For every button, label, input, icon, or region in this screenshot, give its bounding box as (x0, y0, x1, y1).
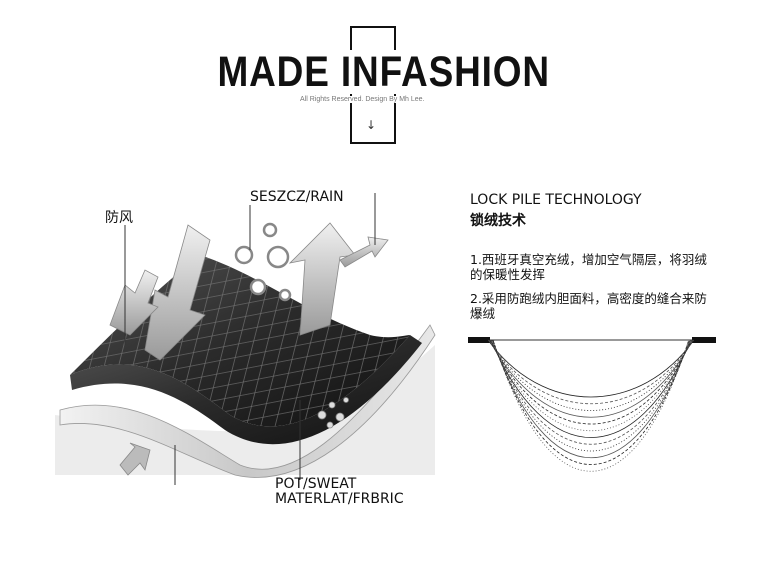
pile-curve (492, 339, 690, 465)
inner-fabric-layer (59, 324, 436, 478)
pile-curve (488, 339, 694, 411)
pile-curve (490, 339, 692, 431)
point-2-line-2: 爆绒 (470, 306, 496, 321)
brand-title: MADE INFASHION (214, 50, 549, 94)
sweat-label-line2: MATERLAT/FRBRIC (275, 491, 404, 507)
down-arrow-icon: ↓ (366, 118, 377, 132)
pile-curve (490, 339, 692, 438)
sweat-label: POT/SWEAT MATERLAT/FRBRIC (275, 477, 404, 507)
technology-subtitle: 锁绒技术 (470, 213, 526, 229)
point-2-line-1: 2.采用防跑绒内胆面料，高密度的缝合来防 (470, 291, 707, 306)
arrow-up-icon (339, 236, 389, 268)
point-1-line-1: 1.西班牙真空充绒，增加空气隔层，将羽绒 (470, 252, 707, 267)
technology-title: LOCK PILE TECHNOLOGY (470, 192, 642, 208)
brand-subtitle: All Rights Reserved. Design By Mh Lee. (300, 96, 490, 103)
technology-point-2: 2.采用防跑绒内胆面料，高密度的缝合来防 爆绒 (470, 291, 745, 321)
sweat-label-line1: POT/SWEAT (275, 476, 357, 492)
right-anchor (692, 337, 716, 343)
middle-fabric-layer (70, 335, 422, 445)
arrow-down-icon (119, 442, 151, 476)
technology-point-1: 1.西班牙真空充绒，增加空气隔层，将羽绒 的保暖性发挥 (470, 252, 745, 282)
pile-curve (489, 339, 693, 425)
pile-curve (489, 339, 693, 418)
windproof-label: 防风 (105, 210, 133, 226)
arrow-up-icon (109, 269, 159, 336)
arrow-up-icon (288, 222, 356, 336)
pile-curve (488, 339, 694, 405)
water-drop-icon (234, 222, 292, 302)
bubble-icon (317, 397, 349, 429)
fabric-layers-illustration (55, 193, 436, 485)
rain-label: SESZCZ/RAIN (250, 189, 344, 205)
pile-curve (493, 339, 689, 472)
pile-curve (487, 339, 695, 398)
pile-curve (492, 339, 690, 458)
point-1-line-2: 的保暖性发挥 (470, 267, 546, 282)
left-anchor (468, 337, 490, 343)
pile-curve (491, 339, 691, 445)
arrow-up-icon (144, 224, 211, 361)
lock-pile-diagram (468, 337, 716, 472)
